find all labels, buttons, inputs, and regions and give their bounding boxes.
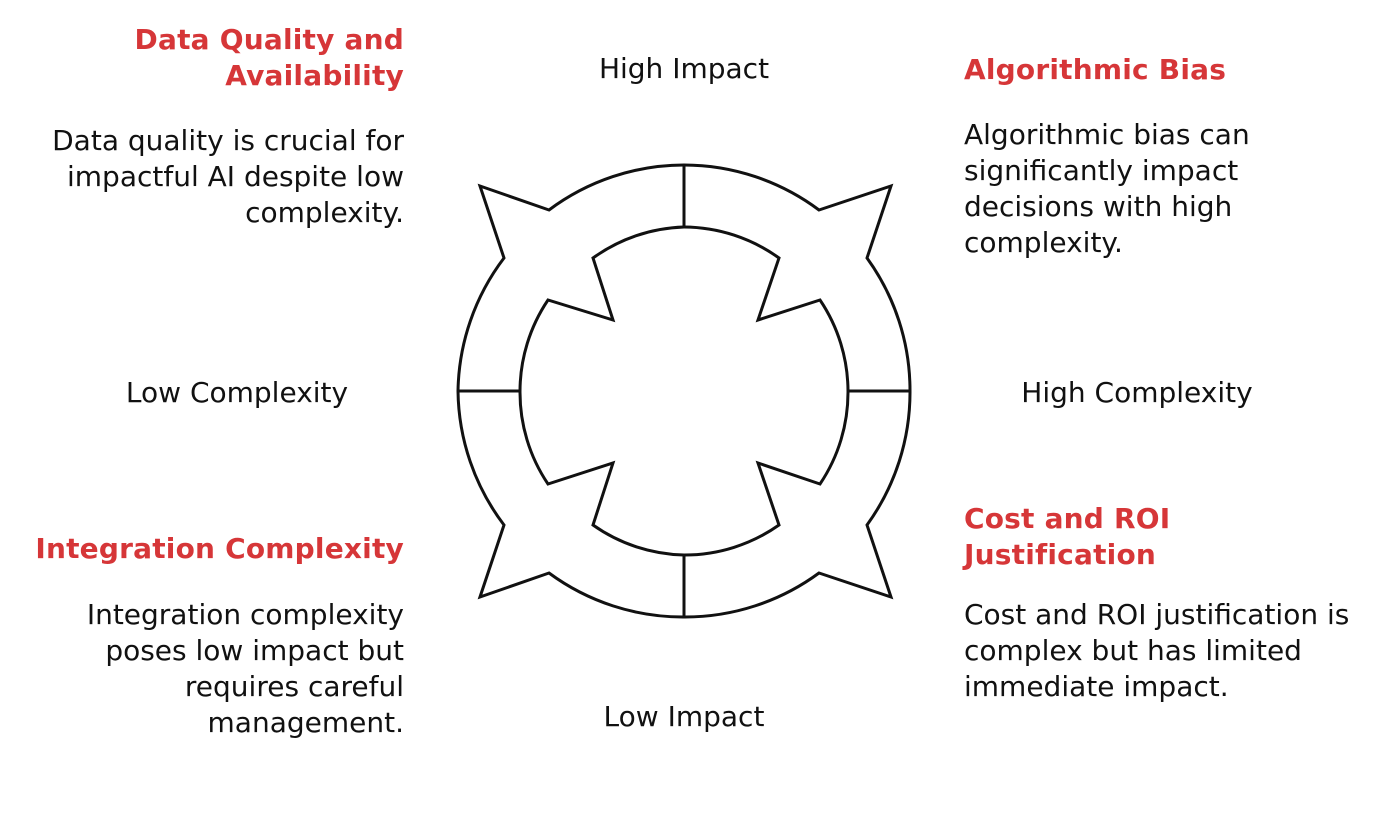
quadrant-description-cost-roi: Cost and ROI justification is complex bu… [964,598,1350,703]
quadrant-title-algorithmic-bias: Algorithmic Bias [964,53,1227,86]
quadrant-title-integration-complexity: Integration Complexity [35,532,404,565]
axis-label-high-impact: High Impact [598,52,770,85]
inner-ring-arrow-bottom-left [518,390,685,557]
inner-ring-arrow-top-left [518,225,685,392]
outer-ring-arrow-bottom-right [683,390,912,619]
quadrant-description-algorithmic-bias: Algorithmic bias can significantly impac… [964,118,1250,259]
inner-ring-arrow-bottom-right [683,390,850,557]
outer-ring-arrow-top-right [683,163,912,392]
axis-label-high-complexity: High Complexity [1021,376,1253,409]
outer-ring-arrow-bottom-left [456,390,685,619]
inner-ring-arrow-top-right [683,225,850,392]
quadrant-description-data-quality: Data quality is crucial for impactful AI… [52,124,404,229]
outer-ring-arrow-top-left [456,163,685,392]
quadrant-title-cost-roi: Cost and ROI Justification [964,502,1171,571]
cycle-arrows-group [456,163,912,619]
quadrant-title-data-quality: Data Quality and Availability [134,23,404,92]
quadrant-description-integration-complexity: Integration complexity poses low impact … [86,598,404,739]
axis-label-low-complexity: Low Complexity [125,376,349,409]
axis-label-low-impact: Low Impact [603,700,765,733]
